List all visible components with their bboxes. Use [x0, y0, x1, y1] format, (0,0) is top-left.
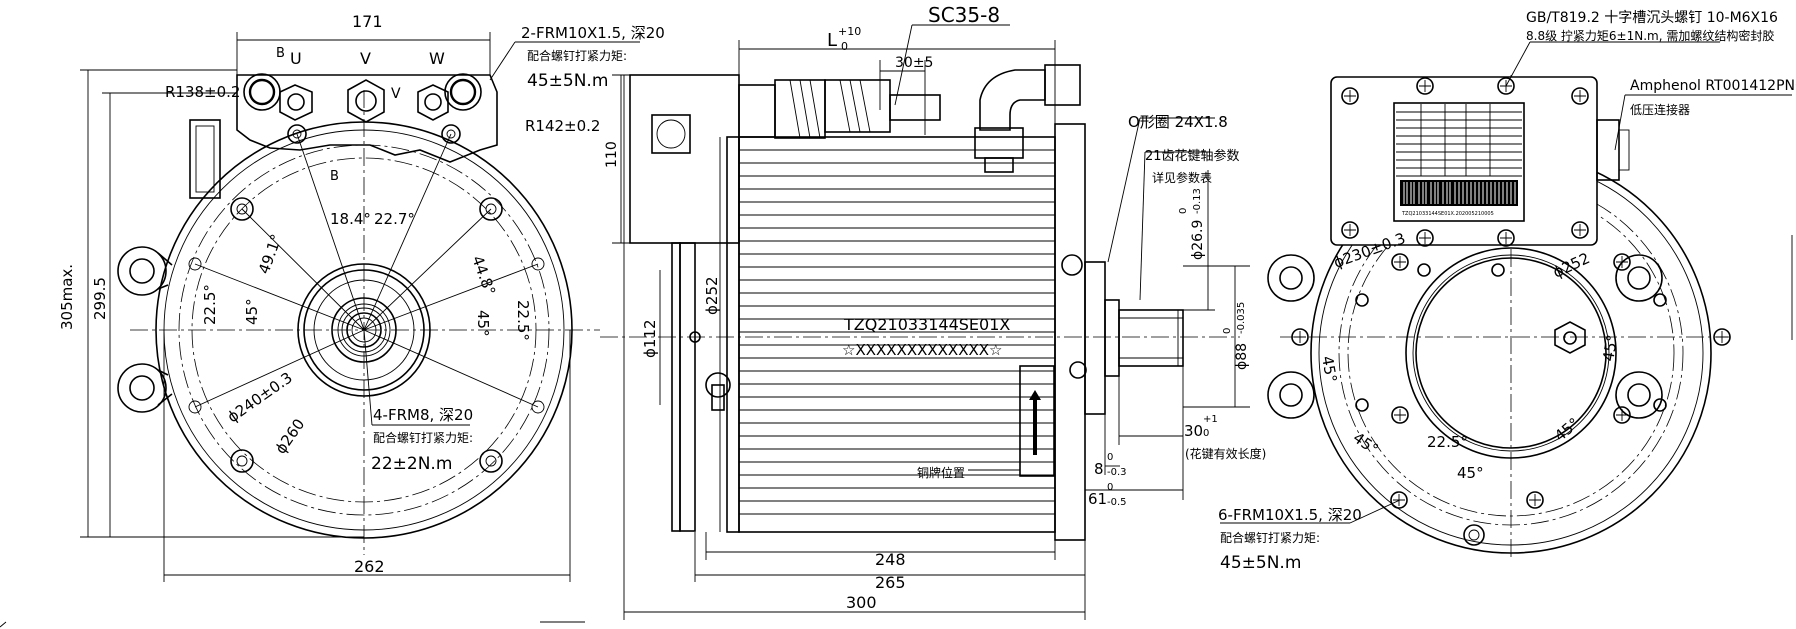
angle-49-1: 49.1° [255, 232, 286, 277]
right-note-torque-label: 配合螺钉打紧力矩: [1220, 530, 1320, 545]
sc35-8: SC35-8 [928, 3, 1000, 27]
dim-30-5: 30±5 [895, 55, 933, 71]
angle-45-a: 45° [1318, 355, 1340, 384]
dim-8-tol-dn: -0.3 [1107, 467, 1127, 478]
gb-screw-torque: 8.8级 拧紧力矩6±1N.m, 需加螺纹结构密封胶 [1526, 28, 1774, 43]
phase-v: V [360, 49, 371, 68]
spline-effective-length: (花键有效长度) [1185, 446, 1266, 461]
dim-l0-sup: +10 [838, 25, 861, 38]
dim-305max: 305max. [58, 264, 76, 330]
barcode-text: TZQ21033144SE01X.202005210005 [1401, 211, 1494, 217]
dim-248: 248 [875, 550, 906, 569]
amphenol-part: Amphenol RT001412PN03 [1630, 78, 1796, 94]
angle-45-c: 45° [1350, 429, 1382, 459]
dim-252: ϕ252 [703, 276, 721, 315]
angle-45-d: 45° [1457, 464, 1484, 482]
barcode [1403, 182, 1516, 204]
dim-300: 300 [846, 593, 877, 612]
dim-299-5: 299.5 [91, 277, 109, 320]
right-bolt-holes [1291, 253, 1731, 509]
dia-26-9: ϕ26.9 [1190, 220, 1206, 260]
dim-l0-sub: 0 [841, 40, 848, 53]
dia-260: ϕ260 [272, 415, 309, 457]
dim-61-tol-up: 0 [1107, 482, 1113, 493]
r138: R138±0.2 [165, 83, 240, 101]
note-bottom-torque: 22±2N.m [371, 454, 452, 474]
angle-22-5-right: 22.5° [1427, 433, 1468, 451]
model-number: TZQ21033144SE01X [843, 315, 1010, 334]
dia-252-right: ϕ252 [1550, 249, 1593, 282]
dim-171: 171 [352, 12, 383, 31]
dim-61-tol-dn: -0.5 [1107, 497, 1127, 508]
nameplate-position: 铜牌位置 [917, 465, 965, 480]
dim-262: 262 [354, 557, 385, 576]
dim-112: ϕ112 [641, 319, 659, 358]
angle-22-5-left: 22.5° [201, 284, 219, 325]
left-end-view: 171 305max. 299.5 262 B B U V V W R138±0… [58, 12, 665, 582]
phase-w: W [429, 49, 445, 68]
oring-label: O形圈 24X1.8 [1128, 113, 1228, 131]
dim-61: 61 [1088, 490, 1107, 508]
left-bolt-holes [188, 124, 545, 473]
spline-label-1: 21齿花键轴参数 [1145, 148, 1240, 164]
note-bottom-thread: 4-FRM8, 深20 [373, 406, 473, 424]
cooling-fins [739, 149, 1055, 515]
dia-88-tol-dn: -0.035 [1236, 302, 1247, 334]
dia-88-tol-up: 0 [1222, 328, 1233, 334]
dim-30-tol-up: +1 [1203, 414, 1218, 425]
right-note-thread: 6-FRM10X1.5, 深20 [1218, 506, 1362, 524]
label-b-bottom: B [330, 169, 339, 184]
note-top-torque: 45±5N.m [527, 71, 608, 91]
angle-44-8: 44.8° [468, 253, 499, 298]
spline-label-2: 详见参数表 [1152, 170, 1212, 185]
phase-u: U [290, 49, 302, 68]
label-b-top: B [276, 46, 285, 61]
dim-8-tol-up: 0 [1107, 452, 1113, 463]
phase-v-inner: V [391, 86, 401, 102]
right-end-view: TZQ21033144SE01X.202005210005 [1218, 10, 1796, 573]
r142: R142±0.2 [525, 117, 600, 135]
dia-26-9-tol-dn: -0.13 [1192, 188, 1203, 214]
dim-l0: L [827, 30, 837, 51]
angle-45-left: 45° [243, 298, 261, 325]
right-note-torque: 45±5N.m [1220, 553, 1301, 573]
angle-45-b: 45° [1599, 333, 1621, 362]
dim-8: 8 [1094, 460, 1104, 478]
dim-265: 265 [875, 573, 906, 592]
angle-45-right: 45° [474, 310, 492, 337]
note-top-torque-label: 配合螺钉打紧力矩: [527, 48, 627, 63]
dim-30: 30 [1184, 422, 1203, 440]
dia-26-9-tol-up: 0 [1178, 208, 1189, 214]
gb-screw-spec: GB/T819.2 十字槽沉头螺钉 10-M6X16 [1526, 10, 1778, 26]
angle-18-4: 18.4° [330, 210, 371, 228]
note-top-thread: 2-FRM10X1.5, 深20 [521, 24, 665, 42]
dim-110: 110 [604, 141, 620, 168]
dia-88: ϕ88 [1234, 343, 1250, 370]
dim-30-tol-dn: 0 [1203, 428, 1209, 439]
low-voltage-connector: 低压连接器 [1630, 102, 1690, 117]
serial-placeholder: ☆XXXXXXXXXXXXX☆ [842, 341, 1002, 359]
note-bottom-torque-label: 配合螺钉打紧力矩: [373, 430, 473, 445]
angle-22-5-right: 22.5° [514, 300, 532, 341]
angle-22-7: 22.7° [374, 210, 415, 228]
side-view: L 0 +10 SC35-8 30±5 110 ϕ112 ϕ252 TZQ210… [600, 3, 1266, 620]
cover-screws [1341, 77, 1589, 247]
